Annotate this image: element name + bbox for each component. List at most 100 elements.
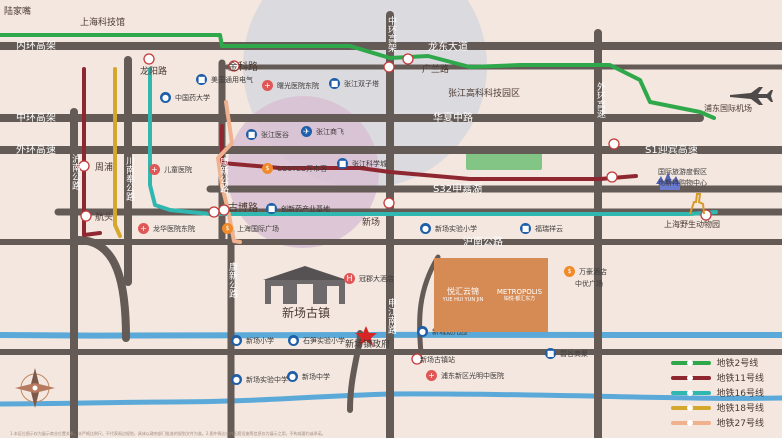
district-xinchang-ancient-town: 新场古镇 [282,306,331,320]
zoo-icon [689,193,705,215]
shopping-icon: $ [564,266,575,277]
poi-bicester: 比斯特购物中心 [658,179,707,187]
road-outer-ring-vertical: 外环高速 [595,82,605,118]
project-yuehui: 悦汇云锦 YUE HUI YUN JIN [434,258,492,332]
hotel-icon: H [344,273,355,284]
school-icon: ● [288,335,299,346]
road-s1: S1迎宾高速 [645,145,698,156]
road-inner-ring: 内环高架 [16,41,56,52]
poi-medical-valley: ■张江医谷 [246,129,289,140]
shopping-icon: $ [222,223,233,234]
archway-icon [263,266,347,304]
project-yuehui-text: 悦汇云锦 YUE HUI YUN JIN [442,287,484,303]
road-shenjiang-vertical: 申江南路 [386,298,396,334]
road-huaxia: 华夏中路 [433,113,473,124]
legend-line-11-swatch [670,374,711,381]
airplane-icon: ✈ [301,126,312,137]
building-icon: ■ [329,78,340,89]
school-icon: ● [287,371,298,382]
building-icon: ■ [246,129,257,140]
station-guanglan: 广兰路 [422,65,450,75]
poi-university: ●中国药大学 [160,92,210,103]
road-hunan: 沪南公路 [463,237,503,248]
poi-longhua: +龙华医院东院 [138,223,195,234]
park-area [466,150,542,170]
legend-line-18-swatch [670,404,711,411]
poi-hospital-1: +曙光医院东院 [262,80,319,91]
poi-resort: 国际旅游度假区 [658,168,707,176]
road-jinke: 金科路 [228,62,258,73]
government-star [355,326,377,346]
building-icon: ■ [196,74,207,85]
poi-bigu: ■碧谷商聚 [545,348,588,359]
station-hangtou: 航头 [95,213,114,223]
legend-line-27-swatch [670,419,711,426]
road-middle-ring-vertical: 中环高架 [386,16,396,52]
station-wildlife-park: 上海野生动物园 [664,220,720,229]
shopping-icon: ■ [545,348,556,359]
poi-science-city: ■张江科学城 [337,158,387,169]
road-longdong: 龙东大道 [428,42,468,53]
building-icon: ■ [337,158,348,169]
station-xinchang: 新场 [362,218,381,228]
road-outer-ring: 外环高速 [16,145,56,156]
factory-icon: ■ [266,203,277,214]
poi-marriott: $万豪酒店 [564,266,607,277]
station-zhangjiang: 张江高科科技园区 [448,89,521,99]
poi-primary-school: ●新场小学 [231,335,274,346]
legend-line-16-swatch [670,389,711,396]
metro-legend: 地铁2号线 地铁11号线 地铁16号线 地铁18号线 地铁27号线 [670,354,764,431]
road-s32: S32申嘉湖 [433,184,483,195]
road-middle-ring: 中环高架 [16,113,56,124]
hospital-icon: + [138,223,149,234]
airport-icon [730,87,773,105]
road-kangxin-lower-vertical: 康新公路 [227,262,237,298]
station-zhoupu: 周浦 [95,163,114,173]
poi-twin-towers: ■张江双子塔 [329,78,379,89]
school-icon: ● [160,92,171,103]
station-longyang: 龙阳路 [140,67,168,77]
road-hunan-vertical: 沪南公路 [70,154,80,190]
poi-town-government: 新场镇政府 [345,340,391,350]
road-chuannan-vertical: 川南奉公路 [124,156,134,201]
school-icon: ● [420,223,431,234]
legend-line-2: 地铁2号线 [670,356,764,369]
school-icon: ● [231,374,242,385]
project-metropolis: METROPOLIS 铂悦·都汇东方 [491,258,548,332]
poi-costco: $COSTCO开市客 [262,163,327,174]
poi-children-hospital: +儿童医院 [149,164,192,175]
road-gubo: 古博路 [228,203,258,214]
poi-intl-plaza: $上海国际广场 [222,223,279,234]
building-icon: ■ [520,223,531,234]
legend-line-11: 地铁11号线 [670,371,764,384]
station-lujiazui: 陆家嘴 [4,7,32,17]
poi-comac: ✈张江商飞 [301,126,344,137]
poi-furuixiangyun: ■福瑞祥云 [520,223,563,234]
station-pudong-airport: 浦东国际机场 [704,104,752,113]
poi-middle-school: ●新场中学 [287,371,330,382]
poi-innovation-base: ■创新药产业基地 [266,203,330,214]
poi-ancient-town-station: 新场古镇站 [420,356,455,364]
legend-line-2-swatch [670,359,711,366]
road-kangxin-vertical: 康新公路 [218,157,228,193]
school-icon: ● [417,326,428,337]
poi-xinchang-primary: ●新场实验小学 [420,223,477,234]
legend-line-27: 地铁27号线 [670,416,764,429]
castle-icon [656,172,680,190]
compass [15,368,55,408]
poi-experimental-middle: ●新场实验中学 [231,374,288,385]
shopping-icon: $ [262,163,273,174]
poi-ge: ■美国通用电气 [196,74,253,85]
legend-line-18: 地铁18号线 [670,401,764,414]
project-metropolis-text: METROPOLIS 铂悦·都汇东方 [496,287,543,303]
station-science-museum: 上海科技馆 [80,18,126,28]
hospital-icon: + [262,80,273,91]
legend-line-16: 地铁16号线 [670,386,764,399]
footer-disclaimer: 1.本区位图示仅为展示商业位置关系，非严格比例尺，不代表周边规划，具体以政府部门… [10,431,326,436]
hospital-icon: + [426,370,437,381]
poi-zhongyou: 中优广场 [575,280,603,288]
poi-shisun: ●石笋实验小学 [288,335,345,346]
